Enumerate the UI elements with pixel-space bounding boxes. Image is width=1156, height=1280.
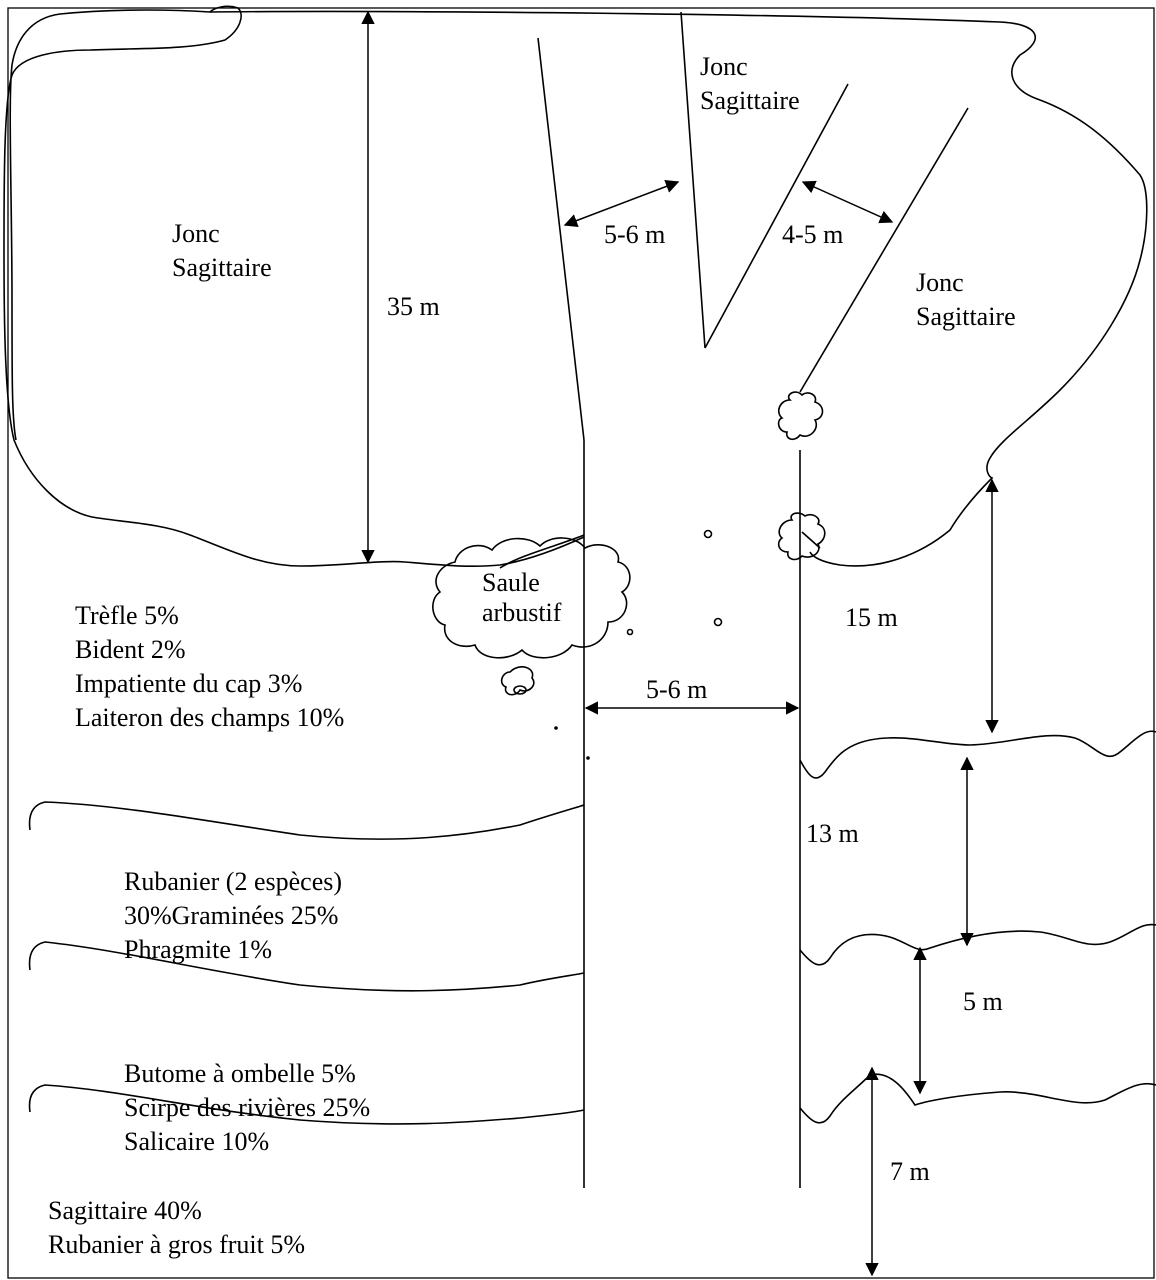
measure-band1-height: 15 m xyxy=(845,603,898,632)
shrub-stem xyxy=(801,531,821,549)
band-boundary-right-2 xyxy=(799,923,1156,966)
zone-label-line: Saule xyxy=(482,568,540,597)
dot-2 xyxy=(586,756,590,760)
zone-label-line: Jonc xyxy=(700,52,748,81)
species-line: 30%Graminées 25% xyxy=(124,901,339,930)
left-marsh-boundary xyxy=(3,5,585,568)
species-line: Sagittaire 40% xyxy=(48,1196,202,1225)
zone-label-band-2: Rubanier (2 espèces) 30%Graminées 25% Ph… xyxy=(124,865,342,967)
zone-label-top-left: Jonc Sagittaire xyxy=(172,217,272,285)
band-boundary-right-3 xyxy=(799,1073,1156,1124)
band-boundary-left-2 xyxy=(28,941,585,992)
small-circle xyxy=(703,529,713,539)
zone-label-top-right: Jonc Sagittaire xyxy=(916,266,1016,334)
band-boundary-left-3 xyxy=(28,1084,585,1125)
shrub-icon-2 xyxy=(777,512,826,561)
species-line: Trèfle 5% xyxy=(75,601,179,630)
zone-label-line: Jonc xyxy=(916,268,964,297)
zone-label-band-4: Sagittaire 40% Rubanier à gros fruit 5% xyxy=(48,1194,305,1262)
willow-stem xyxy=(499,534,585,569)
small-circle-2 xyxy=(713,617,723,627)
species-line: Laiteron des champs 10% xyxy=(75,703,345,732)
channel-mid-right-line xyxy=(704,83,849,349)
band-boundary-left-1 xyxy=(28,801,585,840)
measure-channel-width: 5-6 m xyxy=(646,675,708,704)
zone-label-band-1: Trèfle 5% Bident 2% Impatiente du cap 3%… xyxy=(75,599,344,735)
zone-label-line: Sagittaire xyxy=(700,86,800,115)
shrub-icon xyxy=(777,391,824,441)
zone-label-line: Sagittaire xyxy=(916,302,1016,331)
zone-label-band-3: Butome à ombelle 5% Scirpe des rivières … xyxy=(124,1057,370,1159)
zone-label-line: Sagittaire xyxy=(172,253,272,282)
species-line: Phragmite 1% xyxy=(124,935,273,964)
zone-label-line: arbustif xyxy=(482,598,562,627)
species-line: Butome à ombelle 5% xyxy=(124,1059,356,1088)
species-line: Rubanier à gros fruit 5% xyxy=(48,1230,306,1259)
zone-label-top-middle: Jonc Sagittaire xyxy=(700,50,800,118)
species-line: Bident 2% xyxy=(75,635,186,664)
willow-cloud-icon xyxy=(432,537,631,659)
measure-depth-top: 35 m xyxy=(387,292,440,321)
right-marsh-boundary xyxy=(209,10,1148,567)
channel-right-top-line xyxy=(799,107,969,393)
arrow-4-5m-top xyxy=(801,180,894,224)
channel-mid-left-line xyxy=(680,11,706,349)
willow-wisp xyxy=(500,666,535,696)
species-line: Salicaire 10% xyxy=(124,1127,270,1156)
measure-band2-height: 13 m xyxy=(806,819,859,848)
species-line: Scirpe des rivières 25% xyxy=(124,1093,371,1122)
band-boundary-right-1 xyxy=(799,730,1156,779)
arrow-5-6m-top xyxy=(563,180,680,227)
dot-1 xyxy=(554,726,558,730)
zone-label-line: Jonc xyxy=(172,219,220,248)
species-line: Rubanier (2 espèces) xyxy=(124,867,343,896)
small-circle-3 xyxy=(626,628,634,636)
willow-wisp-small xyxy=(513,685,527,695)
measure-band3-height: 5 m xyxy=(963,987,1003,1016)
frame-border xyxy=(7,7,1155,1279)
measure-band4-height: 7 m xyxy=(890,1157,930,1186)
channel-left-top-line xyxy=(537,37,585,441)
measure-channel-left-top: 5-6 m xyxy=(604,220,666,249)
zone-label-willow: Saule arbustif xyxy=(482,568,561,628)
species-line: Impatiente du cap 3% xyxy=(75,669,303,698)
measure-channel-right-top: 4-5 m xyxy=(782,220,844,249)
